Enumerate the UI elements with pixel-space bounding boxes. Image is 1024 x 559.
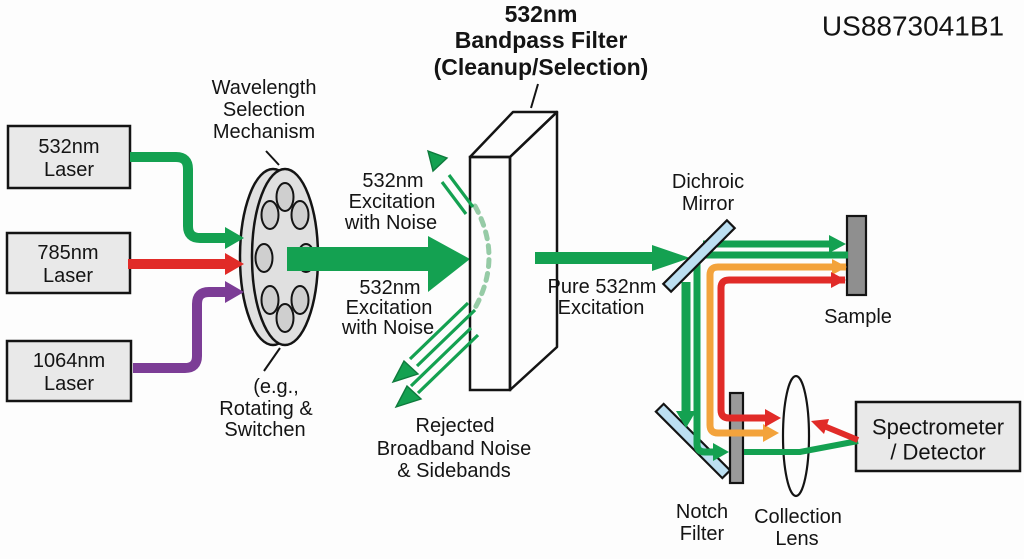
svg-text:Rotating &: Rotating & — [219, 398, 313, 420]
internal-reflection-curve — [472, 203, 492, 311]
beam-excitation-main — [287, 236, 470, 292]
leader-bandpass — [530, 83, 539, 109]
svg-text:Mechanism: Mechanism — [213, 121, 315, 143]
svg-text:Filter: Filter — [680, 523, 725, 545]
patent-number: US8873041B1 — [822, 11, 1004, 42]
laser-532-label-line2: Laser — [44, 159, 94, 181]
svg-text:(Cleanup/Selection): (Cleanup/Selection) — [434, 54, 649, 80]
svg-text:Excitation: Excitation — [558, 297, 645, 319]
bandpass-filter — [468, 110, 559, 392]
svg-text:Sample: Sample — [824, 306, 892, 328]
laser-785-label-line1: 785nm — [37, 242, 98, 264]
rejected-label: Rejected Broadband Noise & Sidebands — [377, 415, 532, 482]
beam-pure-excitation — [535, 245, 690, 271]
notch-filter — [728, 391, 745, 485]
sample-label: Sample — [824, 306, 892, 328]
svg-text:532nm: 532nm — [359, 277, 420, 299]
svg-text:Switchen: Switchen — [224, 419, 305, 441]
svg-text:532nm: 532nm — [362, 170, 423, 192]
leader-wheel-bottom — [263, 347, 281, 372]
svg-text:Pure 532nm: Pure 532nm — [548, 276, 657, 298]
svg-text:Rejected: Rejected — [416, 415, 495, 437]
dichroic-mirror — [661, 218, 737, 294]
svg-text:with Noise: with Noise — [344, 212, 437, 234]
bandpass-title: 532nm Bandpass Filter (Cleanup/Selection… — [434, 1, 649, 80]
svg-text:Excitation: Excitation — [349, 191, 436, 213]
svg-text:Dichroic: Dichroic — [672, 171, 744, 193]
laser-1064-label-line2: Laser — [44, 373, 94, 395]
spectrometer-label-line1: Spectrometer — [872, 415, 1004, 440]
leader-wheel-top — [265, 150, 280, 166]
sample — [845, 214, 868, 297]
svg-text:Lens: Lens — [775, 528, 818, 550]
svg-text:with Noise: with Noise — [341, 317, 434, 339]
svg-text:Collection: Collection — [754, 506, 842, 528]
svg-text:(e.g.,: (e.g., — [253, 376, 299, 398]
wheel-label: Wavelength Selection Mechanism — [212, 77, 317, 143]
laser-1064-box: 1064nm Laser — [5, 339, 133, 403]
collection-lens-label: Collection Lens — [754, 506, 842, 550]
svg-text:Wavelength: Wavelength — [212, 77, 317, 99]
laser-532-label-line1: 532nm — [38, 136, 99, 158]
laser-1064-label-line1: 1064nm — [33, 350, 105, 372]
pure-excitation-label: Pure 532nm Excitation — [548, 276, 657, 319]
svg-text:Broadband Noise: Broadband Noise — [377, 438, 532, 460]
beam-transmitted-green — [676, 282, 696, 428]
svg-text:Bandpass Filter: Bandpass Filter — [455, 27, 628, 53]
beam-to-sample — [703, 235, 846, 253]
beam-rejected-2 — [394, 326, 480, 409]
spectrometer-box: Spectrometer / Detector — [854, 400, 1022, 473]
beam-785-laser — [128, 253, 244, 275]
svg-text:US8873041B1: US8873041B1 — [822, 11, 1004, 42]
noise-top-label: 532nm Excitation with Noise — [344, 170, 437, 234]
notch-label: Notch Filter — [676, 501, 728, 545]
beam-532-laser — [130, 152, 244, 249]
wheel-note: (e.g., Rotating & Switchen — [219, 376, 313, 441]
svg-text:& Sidebands: & Sidebands — [397, 460, 510, 482]
beam-return-red — [717, 272, 846, 427]
laser-785-label-line2: Laser — [43, 265, 93, 287]
svg-text:Mirror: Mirror — [682, 193, 735, 215]
laser-785-box: 785nm Laser — [5, 231, 132, 295]
svg-text:532nm: 532nm — [505, 1, 578, 27]
beam-return-orange — [706, 259, 847, 442]
collection-lens — [781, 374, 811, 498]
noise-bottom-label: 532nm Excitation with Noise — [341, 277, 434, 339]
beam-rejected-1 — [391, 301, 477, 384]
beam-1064-laser — [133, 281, 244, 373]
beam-reflected-noise — [426, 149, 475, 215]
laser-532-box: 532nm Laser — [6, 124, 132, 190]
svg-text:Notch: Notch — [676, 501, 728, 523]
spectrometer-label-line2: / Detector — [890, 440, 985, 465]
svg-text:Excitation: Excitation — [346, 297, 433, 319]
dichroic-label: Dichroic Mirror — [672, 171, 744, 215]
svg-text:Selection: Selection — [223, 99, 305, 121]
beam-red-to-lens — [811, 419, 860, 443]
